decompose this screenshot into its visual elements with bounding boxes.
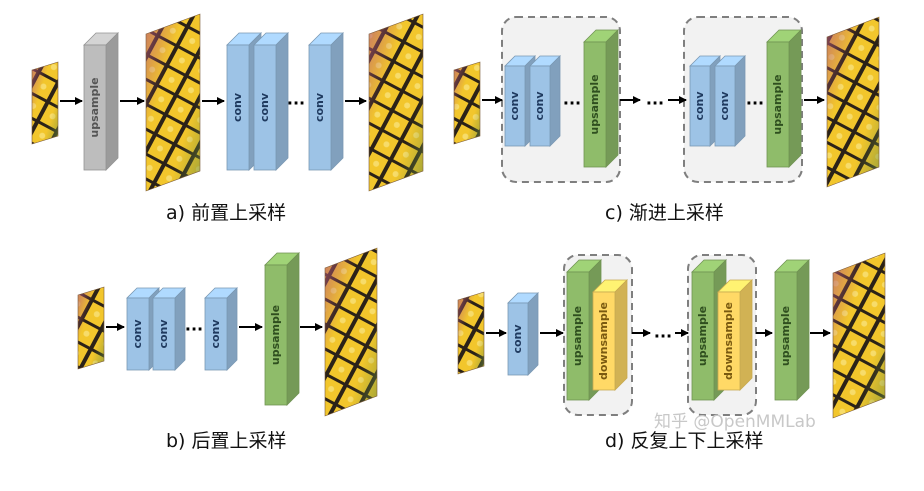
panel-a-upscaled-image [145, 13, 201, 192]
panel-d-conv-label: conv [511, 324, 524, 354]
caption-d: d) 反复上下上采样 [605, 430, 764, 452]
panel-a-conv-label: conv [313, 92, 326, 122]
panel-b-input-image [77, 286, 105, 370]
panel-b-dots: ··· [185, 320, 203, 339]
panel-b-conv-label: conv [157, 319, 170, 349]
panel-a-upsample-block: upsample [83, 32, 119, 171]
panel-b-conv-label: conv [209, 319, 222, 349]
panel-d-downsample-label: downsample [597, 302, 610, 380]
panel-b-upsample-block: upsample [264, 252, 300, 406]
panel-b-conv-label: conv [131, 319, 144, 349]
panel-c-dots-between: ··· [646, 94, 664, 113]
panel-d-downsample-label: downsample [722, 302, 735, 380]
panel-b-output-image [324, 247, 378, 417]
panel-c-output-image [826, 16, 880, 188]
panel-c-dots-inner-2: ··· [746, 94, 764, 113]
panel-c-upsample-block-1: upsample [583, 29, 619, 168]
panel-a-upsample-label: upsample [88, 77, 101, 137]
panel-d-downsample-block-1: downsample [592, 279, 628, 391]
panel-b-upsample-label: upsample [269, 305, 282, 365]
diagram-text-layer: a) 前置上采样 b) 后置上采样 c) 渐进上采样 d) 反复上下上采样 知乎… [166, 202, 816, 452]
panel-c-dots-inner-1: ··· [563, 94, 581, 113]
panel-c-conv-label: conv [718, 91, 731, 121]
panel-c-upsample-label: upsample [588, 74, 601, 134]
panel-b-conv-block-2: conv [152, 287, 186, 371]
panel-d-downsample-block-2: downsample [717, 279, 753, 391]
panel-c-upsample-label: upsample [771, 74, 784, 134]
diagram-elements-layer: upsample conv conv ··· conv conv conv ··· conv up… [31, 13, 886, 419]
panel-d-upsample-block-3: upsample [774, 259, 810, 401]
caption-a: a) 前置上采样 [166, 202, 286, 224]
panel-d-upsample-label: upsample [779, 306, 792, 366]
watermark: 知乎 @OpenMMLab [654, 412, 816, 432]
panel-c-conv-label: conv [508, 91, 521, 121]
panel-d-conv-block: conv [507, 292, 539, 376]
panel-d-dots: ··· [654, 327, 672, 346]
caption-b: b) 后置上采样 [166, 430, 287, 452]
panel-a-dots: ··· [287, 94, 305, 113]
panel-b-conv-block-3: conv [204, 287, 238, 371]
caption-c: c) 渐进上采样 [605, 202, 724, 224]
panel-a-conv-label: conv [231, 92, 244, 122]
panel-a-conv-block-2: conv [253, 32, 289, 171]
panel-a-output-image [368, 13, 424, 192]
panel-d-upsample-label: upsample [571, 306, 584, 366]
panel-a-input-image [31, 61, 59, 145]
panel-d-output-image [832, 252, 886, 419]
panel-d-upsample-label: upsample [696, 306, 709, 366]
panel-c-conv-label: conv [693, 91, 706, 121]
panel-c-upsample-block-2: upsample [766, 29, 802, 168]
panel-d-input-image [457, 291, 485, 375]
panel-c-conv-label: conv [533, 91, 546, 121]
panel-a-conv-label: conv [258, 92, 271, 122]
panel-c-input-image [453, 61, 481, 145]
panel-a-conv-block-3: conv [308, 32, 344, 171]
panel-c-conv-block-4: conv [714, 55, 746, 147]
panel-c-conv-block-2: conv [529, 55, 561, 147]
